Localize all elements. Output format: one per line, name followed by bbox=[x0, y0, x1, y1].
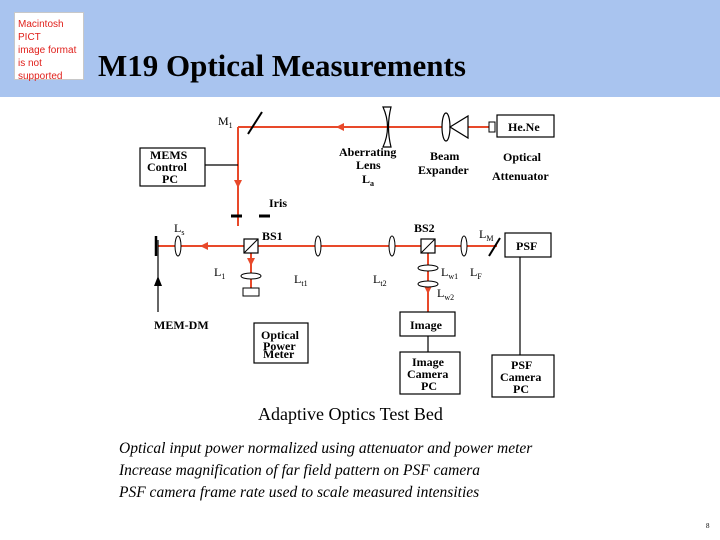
aberrating-lens-icon bbox=[382, 106, 392, 148]
psf-camera-pc-box bbox=[491, 354, 555, 398]
label-imgpc-1: Image bbox=[412, 355, 445, 369]
lens-l1 bbox=[240, 272, 262, 280]
bs1-diagonal bbox=[243, 238, 259, 254]
diagram-caption: Adaptive Optics Test Bed bbox=[258, 404, 443, 424]
label-bs1: BS1 bbox=[262, 229, 283, 243]
label-aberrating-3: La bbox=[362, 172, 374, 188]
arrow-up-icon bbox=[154, 276, 162, 286]
note-line: Increase magnification of far field patt… bbox=[119, 462, 481, 479]
label-mems-3: PC bbox=[162, 172, 178, 186]
signal-lines bbox=[157, 164, 521, 355]
laser-hene-box bbox=[496, 114, 555, 138]
label-hene: He.Ne bbox=[508, 120, 540, 134]
label-beam-2: Expander bbox=[418, 163, 469, 177]
slide-number: 8 bbox=[706, 522, 710, 530]
mems-control-pc-box bbox=[139, 147, 206, 187]
lens-lw2 bbox=[417, 280, 439, 288]
label-lw1: Lw1 bbox=[441, 265, 458, 281]
placeholder-line: image format bbox=[18, 45, 77, 56]
note-line: Optical input power normalized using att… bbox=[119, 440, 533, 457]
beam-arrow bbox=[234, 180, 242, 188]
label-mems-1: MEMS bbox=[150, 148, 188, 162]
unsupported-image-placeholder: Macintosh PICT image format is not suppo… bbox=[14, 12, 84, 82]
note-line: PSF camera frame rate used to scale meas… bbox=[119, 484, 480, 501]
psf-camera-box bbox=[504, 232, 552, 258]
label-mem-dm: MEM-DM bbox=[154, 318, 209, 332]
image-camera-box bbox=[399, 311, 456, 337]
bs2-diagonal bbox=[420, 238, 436, 254]
beam-expander-cone-icon bbox=[448, 114, 469, 140]
label-atten-2: Attenuator bbox=[492, 169, 549, 183]
lens-lf bbox=[460, 235, 468, 257]
label-imgpc-3: PC bbox=[421, 379, 437, 393]
placeholder-line: is not supported bbox=[18, 58, 63, 82]
lens-lt2 bbox=[388, 235, 396, 257]
label-lt2: Lt2 bbox=[373, 272, 387, 288]
laser-aperture bbox=[488, 121, 496, 133]
lens-lt1 bbox=[314, 235, 322, 257]
placeholder-line: Macintosh PICT bbox=[18, 19, 64, 43]
label-lf: LF bbox=[470, 265, 482, 281]
label-iris: Iris bbox=[269, 196, 287, 210]
beam-arrow bbox=[247, 258, 255, 266]
label-opm-2: Power bbox=[263, 339, 296, 353]
label-lt1: Lt1 bbox=[294, 272, 308, 288]
label-psf: PSF bbox=[516, 239, 537, 253]
image-camera-pc-box bbox=[399, 351, 461, 395]
label-m1: M1 bbox=[218, 114, 233, 130]
lens-lw1 bbox=[417, 264, 439, 272]
label-lm: LM bbox=[479, 227, 493, 243]
slide-title: M19 Optical Measurements bbox=[98, 48, 466, 83]
power-meter-sensor bbox=[242, 287, 260, 297]
label-lw2: Lw2 bbox=[437, 286, 454, 302]
label-opm-3: Meter bbox=[263, 347, 295, 361]
label-opm-1: Optical bbox=[261, 328, 300, 342]
label-mems-2: Control bbox=[147, 160, 187, 174]
beam-arrow bbox=[336, 123, 344, 131]
optical-power-meter-box bbox=[253, 322, 309, 364]
label-atten-1: Optical bbox=[503, 150, 542, 164]
label-bs2: BS2 bbox=[414, 221, 435, 235]
label-beam-1: Beam bbox=[430, 149, 459, 163]
lens-ls bbox=[174, 235, 182, 257]
label-ls: Ls bbox=[174, 221, 184, 237]
label-aberrating-1: Aberrating bbox=[339, 145, 396, 159]
label-psfpc-2: Camera bbox=[500, 370, 541, 384]
label-l1: L1 bbox=[214, 265, 225, 281]
title-banner: Macintosh PICT image format is not suppo… bbox=[0, 0, 720, 97]
beam-arrows bbox=[200, 123, 432, 294]
beam-arrow bbox=[424, 286, 432, 294]
label-psfpc-3: PC bbox=[513, 382, 529, 396]
mirror-m1 bbox=[247, 111, 263, 135]
label-psfpc-1: PSF bbox=[511, 358, 532, 372]
label-imgpc-2: Camera bbox=[407, 367, 448, 381]
mirror-lm bbox=[488, 237, 501, 257]
label-image: Image bbox=[410, 318, 443, 332]
label-aberrating-2: Lens bbox=[356, 158, 381, 172]
beam-arrow bbox=[200, 242, 208, 250]
beam-expander-lens-icon bbox=[441, 112, 451, 142]
